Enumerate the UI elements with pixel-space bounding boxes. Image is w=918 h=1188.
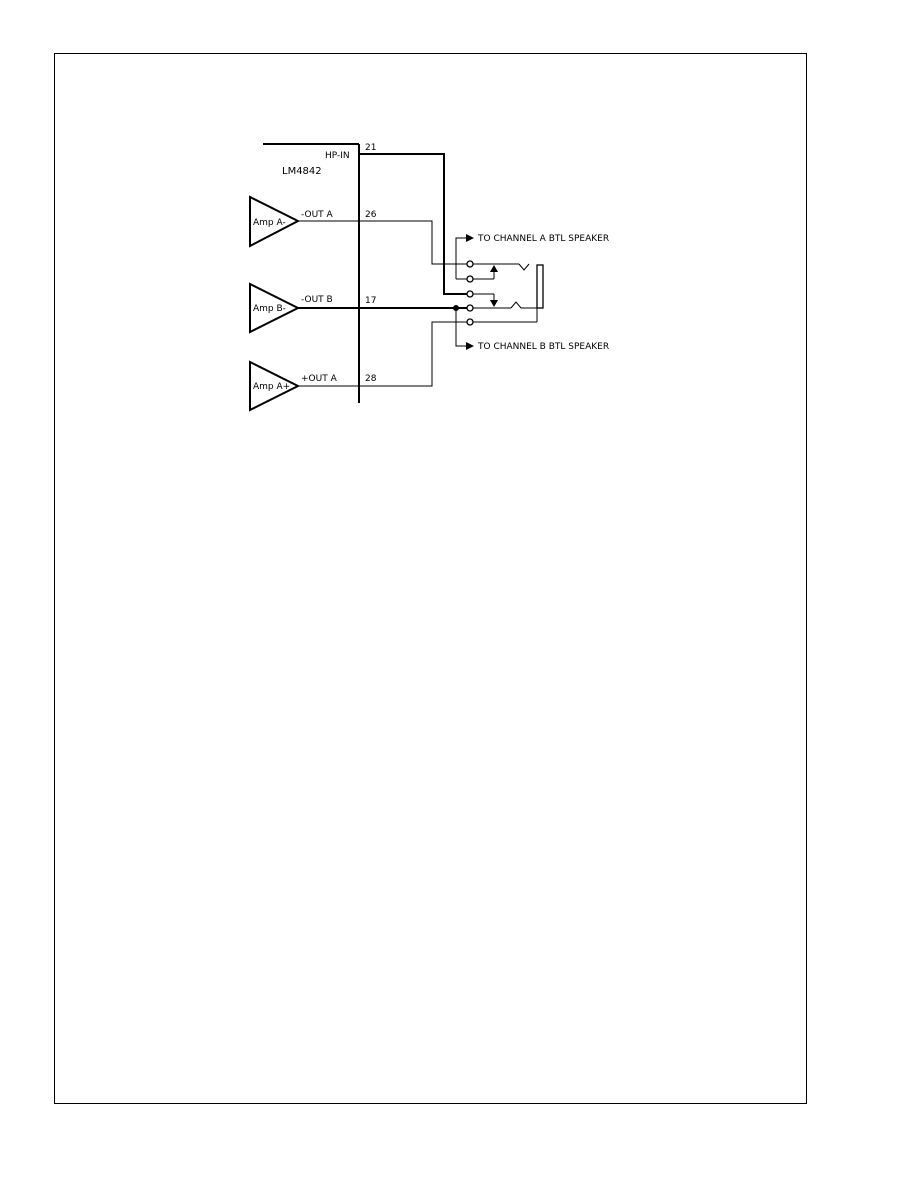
- pin-out-a-neg-label: -OUT A: [301, 210, 334, 220]
- jack-terminals: [466, 260, 474, 326]
- page-frame: [54, 53, 807, 1104]
- chip-name: LM4842: [282, 166, 322, 177]
- pin-17-number: 17: [365, 296, 376, 306]
- out-a-pos-wire: [298, 321, 470, 387]
- pin-out-a-pos-label: +OUT A: [301, 374, 338, 384]
- channel-a-arrow: [466, 234, 474, 242]
- pin-26-number: 26: [365, 210, 377, 220]
- amp-a-neg-label: Amp A-: [253, 218, 286, 228]
- pin-28-number: 28: [365, 374, 377, 384]
- amp-b-neg-label: Amp B-: [253, 304, 286, 314]
- hp-in-wire: [359, 153, 470, 295]
- amp-b-neg: Amp B-: [249, 282, 301, 334]
- channel-b-speaker-label: TO CHANNEL B BTL SPEAKER: [477, 342, 609, 352]
- channel-a-branch: [455, 237, 468, 279]
- amp-a-pos: Amp A+: [249, 360, 301, 412]
- amp-a-neg: Amp A-: [249, 195, 301, 248]
- out-a-neg-wire: [298, 220, 470, 265]
- channel-a-speaker-label: TO CHANNEL A BTL SPEAKER: [477, 234, 609, 244]
- pin-21-number: 21: [365, 143, 376, 153]
- channel-b-arrow: [466, 342, 474, 350]
- amp-a-pos-label: Amp A+: [253, 382, 290, 392]
- channel-b-branch: [455, 308, 468, 347]
- pin-out-b-neg-label: -OUT B: [301, 295, 333, 305]
- headphone-jack: [473, 263, 544, 323]
- pin-hp-in-label: HP-IN: [325, 151, 350, 161]
